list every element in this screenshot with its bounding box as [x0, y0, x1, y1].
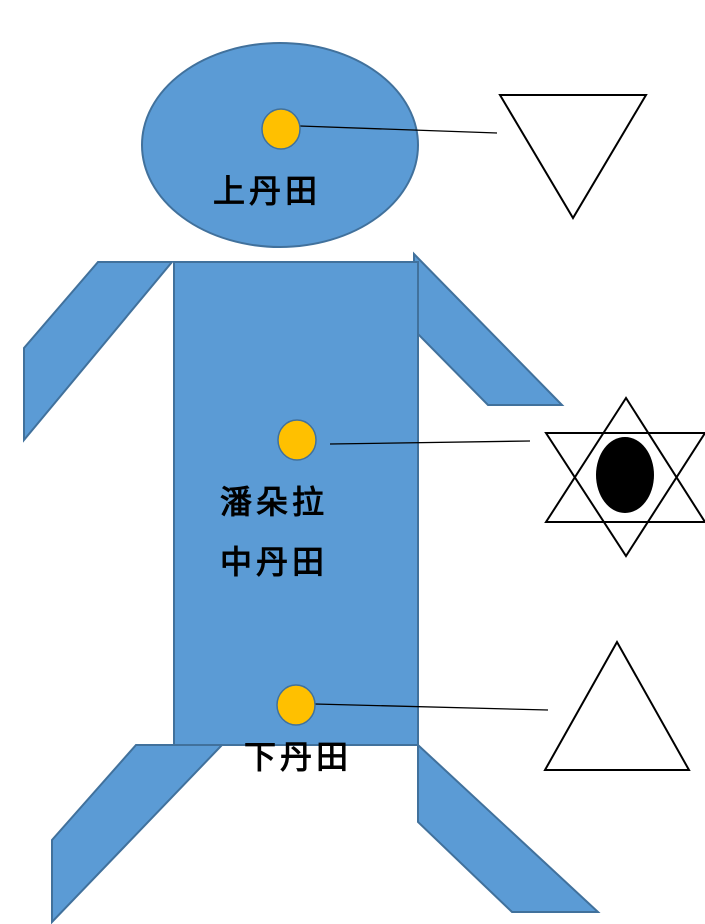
middle-dantian-dot	[277, 419, 317, 461]
right-leg	[417, 742, 601, 913]
upper-dantian-dot	[261, 108, 301, 150]
left-arm	[23, 261, 175, 443]
downward-triangle-icon	[498, 94, 648, 220]
upper-dantian-label: 上丹田	[213, 172, 321, 210]
hexagram-down-triangle	[544, 432, 705, 558]
upward-triangle-icon	[543, 639, 691, 771]
upper-connector-line	[299, 125, 498, 134]
right-arm	[413, 251, 565, 406]
torso	[173, 261, 419, 746]
lower-dantian-dot	[276, 684, 316, 726]
pandora-label: 潘朵拉	[220, 483, 328, 521]
left-leg	[51, 744, 225, 924]
middle-dantian-label: 中丹田	[220, 543, 328, 581]
lower-dantian-label: 下丹田	[244, 738, 352, 776]
lower-connector-line	[314, 703, 549, 711]
middle-connector-line	[329, 440, 531, 445]
eye-icon	[596, 437, 654, 513]
hexagram-eye-icon	[544, 396, 705, 558]
